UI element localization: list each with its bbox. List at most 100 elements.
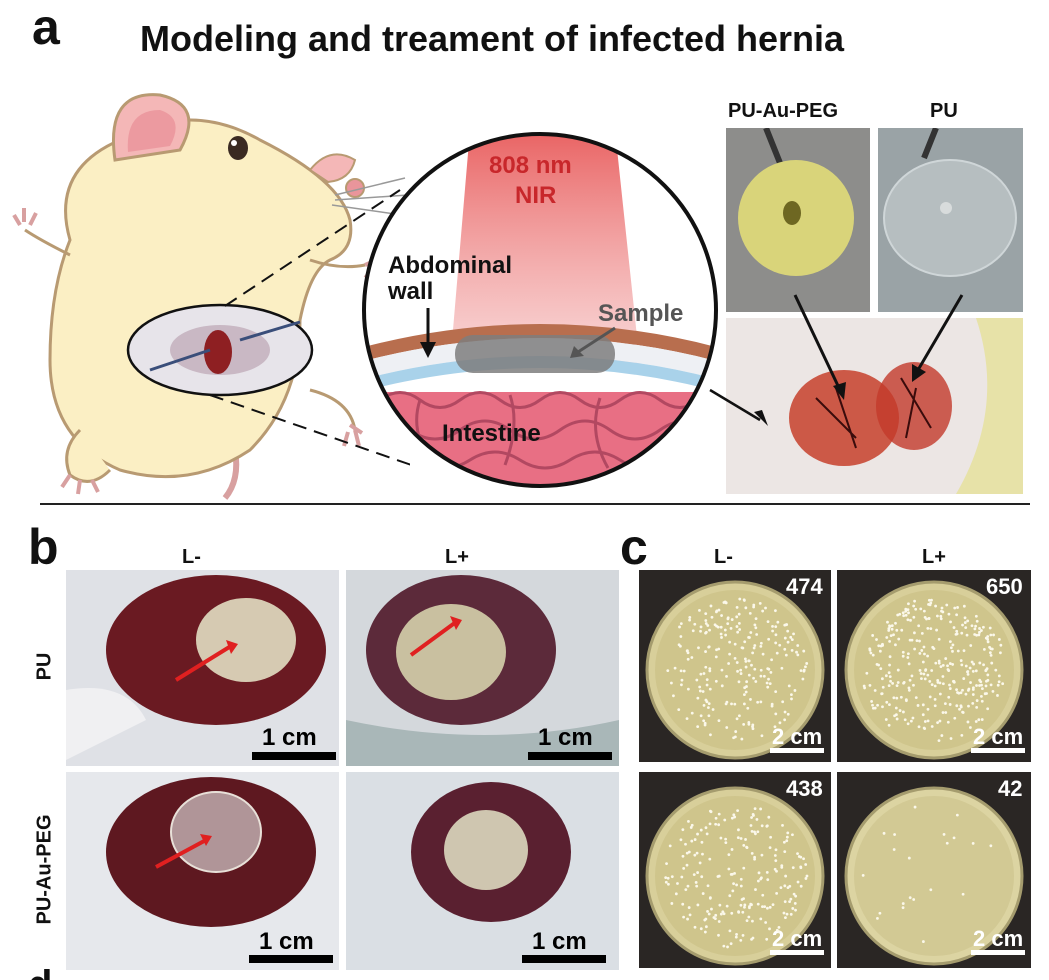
- colony-dot: [695, 851, 699, 855]
- colony-dot: [971, 701, 975, 705]
- colony-dot: [868, 684, 872, 687]
- colony-dot: [735, 615, 739, 619]
- colony-dot: [709, 733, 712, 737]
- colony-dot: [881, 685, 885, 689]
- colony-dot: [778, 721, 782, 725]
- colony-dot: [758, 601, 762, 605]
- colony-dot: [728, 640, 732, 644]
- colony-dot: [760, 824, 764, 828]
- colony-dot: [747, 635, 750, 639]
- colony-dot: [741, 910, 745, 914]
- colony-dot: [901, 611, 905, 615]
- scale-bar: [971, 748, 1025, 753]
- colony-dot: [948, 703, 952, 706]
- colony-dot: [929, 601, 933, 605]
- colony-dot: [696, 725, 700, 729]
- pu-sample-photo: [878, 128, 1023, 312]
- colony-dot: [971, 841, 975, 845]
- colony-dot: [704, 622, 708, 625]
- colony-dot: [983, 692, 987, 696]
- colony-dot: [677, 708, 681, 712]
- scale-label: 1 cm: [532, 928, 587, 955]
- colony-dot: [916, 704, 920, 707]
- colony-dot: [739, 884, 743, 888]
- colony-dot: [708, 628, 711, 632]
- colony-dot: [945, 841, 949, 845]
- colony-dot: [768, 682, 772, 685]
- colony-dot: [707, 645, 711, 649]
- colony-dot: [726, 622, 730, 626]
- colony-dot: [680, 875, 684, 879]
- colony-dot: [665, 862, 668, 866]
- colony-dot: [966, 619, 970, 623]
- colony-dot: [912, 604, 916, 608]
- colony-dot: [743, 686, 747, 690]
- colony-dot: [780, 864, 784, 868]
- colony-dot: [955, 704, 959, 708]
- colony-dot: [686, 917, 689, 921]
- colony-dot: [747, 673, 751, 677]
- colony-dot: [906, 652, 910, 656]
- colony-dot: [953, 606, 957, 610]
- colony-dot: [887, 671, 891, 675]
- colony-dot: [767, 815, 771, 819]
- colony-dot: [762, 674, 766, 678]
- colony-dot: [786, 886, 790, 890]
- colony-dot: [722, 944, 726, 948]
- colony-dot: [791, 907, 795, 910]
- section-divider: [40, 503, 1030, 505]
- colony-dot: [796, 880, 800, 884]
- colony-dot: [708, 687, 712, 691]
- colony-dot: [731, 889, 735, 893]
- colony-dot: [871, 653, 875, 657]
- colony-dot: [768, 846, 772, 849]
- beam-label-nir: NIR: [515, 182, 557, 209]
- colony-dot: [766, 878, 770, 882]
- colony-dot: [933, 684, 937, 688]
- colony-dot: [896, 668, 900, 672]
- colony-dot: [790, 638, 794, 642]
- colony-dot: [910, 674, 914, 678]
- colony-dot: [750, 829, 754, 833]
- colony-dot: [699, 927, 703, 931]
- colony-dot: [720, 614, 723, 617]
- colony-dot: [739, 903, 743, 907]
- colony-dot: [764, 606, 767, 610]
- colony-dot: [730, 911, 734, 915]
- colony-count: 650: [986, 574, 1023, 599]
- colony-dot: [742, 844, 746, 847]
- colony-dot: [679, 838, 683, 842]
- colony-dot: [977, 718, 981, 722]
- colony-dot: [737, 612, 741, 616]
- colony-dot: [988, 651, 992, 655]
- colony-dot: [904, 613, 908, 617]
- colony-dot: [700, 840, 704, 844]
- colony-dot: [947, 695, 951, 699]
- colony-dot: [887, 684, 891, 688]
- colony-dot: [787, 684, 791, 688]
- colony-dot: [937, 739, 941, 742]
- colony-dot: [917, 725, 921, 729]
- colony-dot: [739, 837, 743, 840]
- colony-dot: [974, 669, 978, 673]
- colony-dot: [761, 893, 765, 897]
- colony-dot: [759, 641, 763, 645]
- colony-dot: [785, 835, 789, 839]
- colony-dot: [967, 687, 971, 691]
- colony-dot: [743, 640, 747, 644]
- colony-dot: [783, 900, 787, 904]
- scale-bar: [249, 955, 333, 963]
- colony-dot: [768, 927, 771, 931]
- colony-dot: [796, 653, 800, 657]
- colony-dot: [792, 632, 795, 636]
- colony-dot: [736, 630, 740, 634]
- colony-dot: [896, 681, 900, 684]
- colony-dot: [913, 805, 917, 809]
- colony-dot: [982, 647, 986, 651]
- colony-dot: [685, 863, 689, 867]
- colony-dot: [719, 625, 723, 629]
- colony-dot: [770, 658, 773, 662]
- colony-dot: [766, 906, 769, 910]
- colony-dot: [917, 624, 921, 628]
- colony-dot: [720, 668, 724, 672]
